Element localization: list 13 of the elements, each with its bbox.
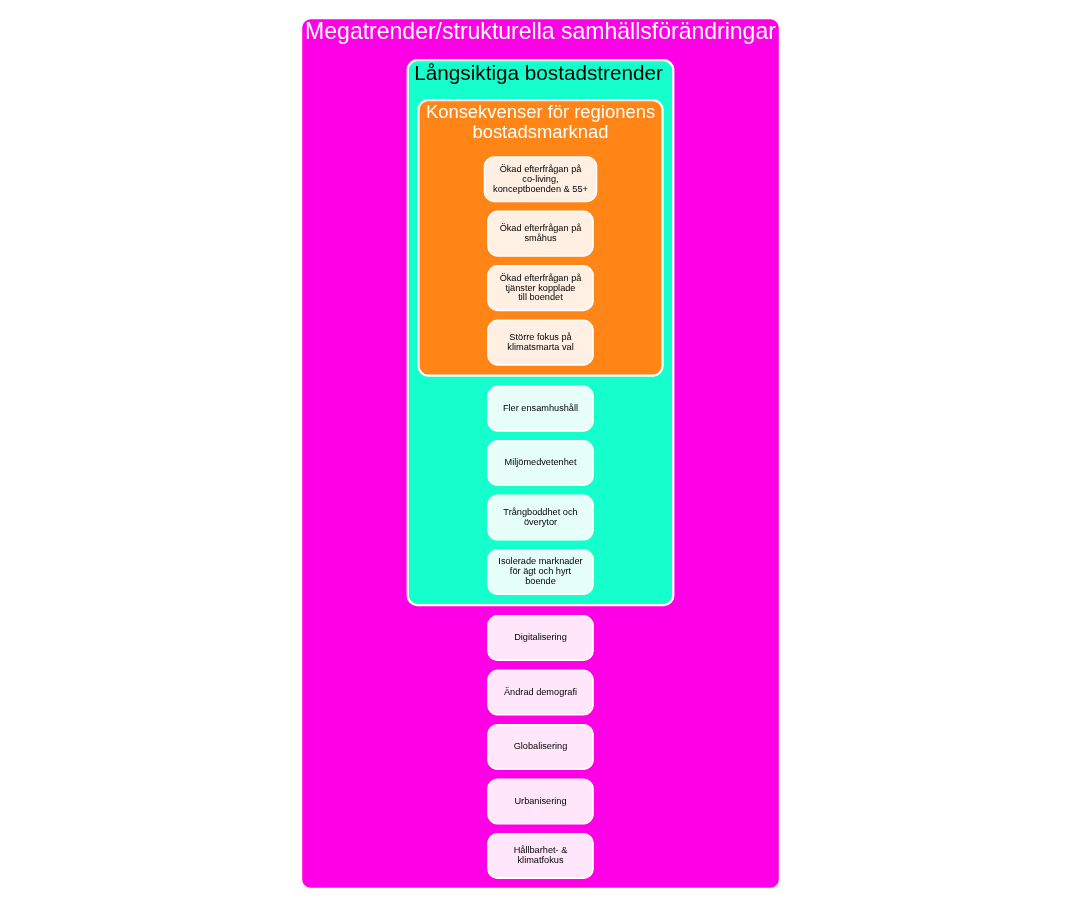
node-box: Urbanisering <box>487 778 594 825</box>
node-box: Större fokus på klimatsmarta val <box>487 319 594 366</box>
node-box: Ökad efterfrågan på co-living, konceptboenden & 55+ <box>483 156 598 203</box>
node-box: Ökad efterfrågan på småhus <box>487 210 594 257</box>
node-box: Miljömedvetenhet <box>487 440 594 487</box>
node-box: Digitalisering <box>487 615 594 662</box>
node-box: Isolerade marknader för ägt och hyrt boende <box>487 549 594 596</box>
node-box: Ändrad demografi <box>487 669 594 716</box>
node-box: Hållbarhet- & klimatfokus <box>487 833 594 880</box>
node-box: Globalisering <box>487 724 594 771</box>
node-box: Fler ensamhushåll <box>487 385 594 432</box>
node-box: Ökad efterfrågan på tjänster kopplade till boendet <box>487 265 594 312</box>
node-box: Trångboddhet och överytor <box>487 494 594 541</box>
